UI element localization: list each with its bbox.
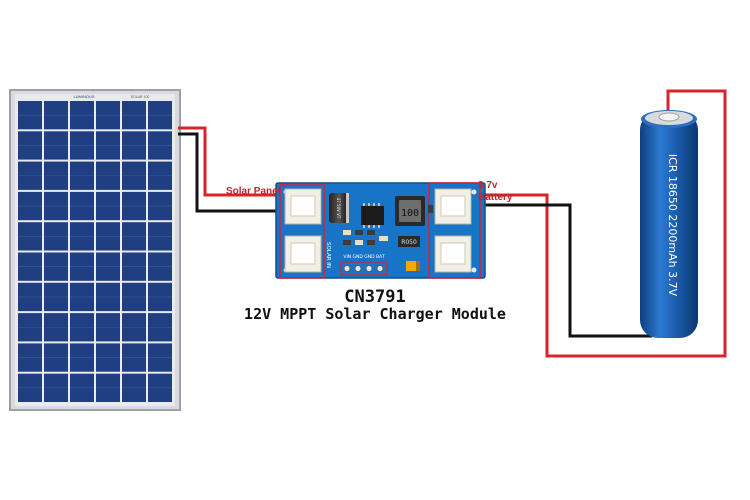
wires [178, 89, 727, 358]
battery-connectors [434, 188, 472, 273]
battery-positive-terminal [658, 112, 680, 122]
charger-module: 47 50V VT 100 R050 [275, 182, 486, 279]
battery-voltage-label: 3.7v [478, 180, 498, 191]
battery-positive-wire [470, 89, 727, 358]
solar-connector-highlight [279, 184, 325, 279]
panel-positive-wire [178, 126, 288, 197]
panel-spec: SOLAR 100 [131, 95, 150, 99]
inductor: 100 [395, 196, 425, 226]
battery-marking: ICR 18650 2200mAh 3.7V [666, 154, 679, 297]
capacitor: 47 50V VT [329, 193, 349, 223]
panel-brand: LUMINOUS [73, 94, 94, 99]
solar-panel: LUMINOUS SOLAR 100 [9, 89, 181, 411]
diagram-subtitle: 12V MPPT Solar Charger Module [244, 305, 506, 323]
tantalum-capacitor [406, 261, 420, 271]
smd-components [343, 205, 433, 245]
solar-panel-label: Solar Panel [226, 186, 281, 197]
silk-pin-labels: VIN GND GND BAT [343, 254, 385, 260]
solar-in-connectors [284, 188, 322, 273]
battery-label: Battery [478, 192, 513, 203]
battery-cell: ICR 18650 2200mAh 3.7V [640, 110, 698, 338]
diagram-title: CN3791 [344, 287, 406, 307]
battery-connector-highlight [428, 182, 481, 279]
solar-cells [18, 101, 172, 402]
header-pins [340, 261, 388, 276]
battery-negative-wire [470, 203, 652, 338]
resistor [398, 236, 420, 247]
capacitor-marking: 47 50V VT [336, 198, 341, 219]
resistor-marking: R050 [401, 239, 417, 246]
inductor-marking: 100 [401, 208, 419, 219]
ic-chip [361, 206, 384, 225]
silk-solar-in: SOLAR IN [325, 242, 331, 268]
panel-negative-wire [178, 132, 288, 213]
